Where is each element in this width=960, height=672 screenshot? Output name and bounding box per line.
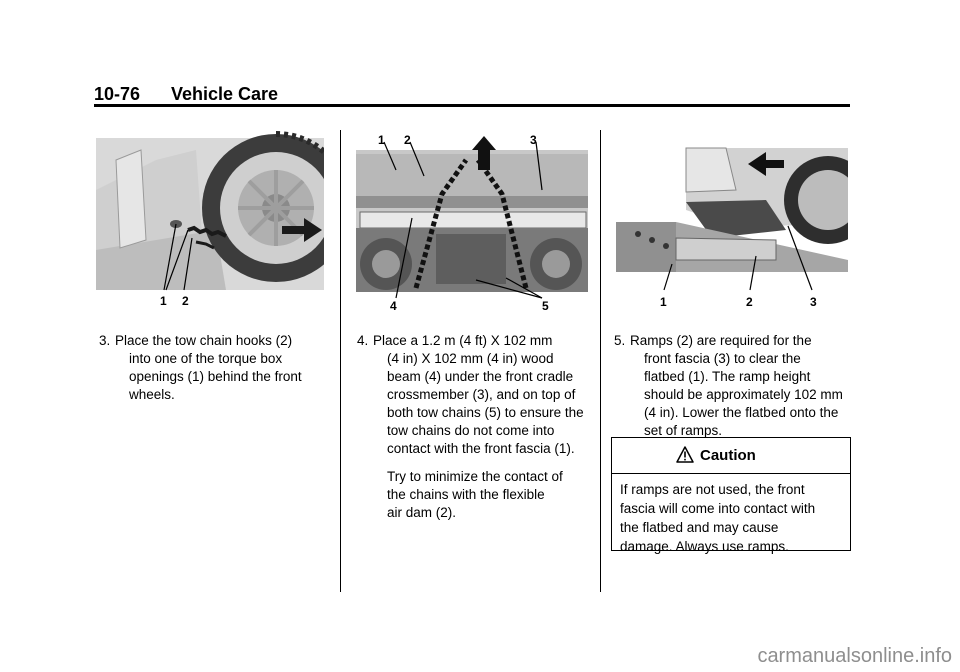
step-text-line: Place a 1.2 m (4 ft) X 102 mm: [373, 333, 553, 348]
callout-2: 2: [182, 294, 189, 308]
callout-2: 2: [404, 133, 411, 147]
step-number: 3.: [99, 333, 111, 348]
step-text-line: Place the tow chain hooks (2): [115, 333, 293, 348]
column-divider-2: [600, 130, 601, 592]
caution-line: damage. Always use ramps.: [620, 539, 789, 554]
callout-1: 1: [660, 295, 667, 309]
step-text-line: contact with the front fascia (1).: [387, 441, 575, 456]
callout-4: 4: [390, 299, 397, 312]
step-text-line: openings (1) behind the front: [129, 369, 302, 384]
section-title: Vehicle Care: [171, 84, 279, 104]
step-text-line: should be approximately 102 mm: [644, 387, 843, 402]
caution-box: Caution If ramps are not used, the front…: [611, 437, 851, 554]
ramp-illustration: 1 2 3: [616, 130, 848, 312]
tow-hook-illustration: 1 2: [96, 130, 324, 310]
figure-wood-beam: 1 2 3 4 5: [356, 130, 588, 312]
figure-ramps: 1 2 3: [616, 130, 848, 312]
step-text-line: beam (4) under the front cradle: [387, 369, 574, 384]
caution-line: fascia will come into contact with: [620, 501, 816, 516]
beam-illustration: 1 2 3 4 5: [356, 130, 588, 312]
callout-3: 3: [530, 133, 537, 147]
caution-header: Caution: [612, 438, 850, 474]
step-text-line: into one of the torque box: [129, 351, 283, 366]
callout-5: 5: [542, 299, 549, 312]
column-divider-1: [340, 130, 341, 592]
step-text-line: wheels.: [129, 387, 175, 402]
warning-triangle-icon: [676, 446, 694, 463]
step-text-line: both tow chains (5) to ensure the: [387, 405, 584, 420]
step-note-line: Try to minimize the contact of: [387, 469, 563, 484]
page-header: 10-76 Vehicle Care: [94, 84, 850, 106]
callout-1: 1: [378, 133, 385, 147]
page-number: 10-76: [94, 84, 141, 104]
callout-3: 3: [810, 295, 817, 309]
step-note-line: the chains with the flexible: [387, 487, 545, 502]
step-number: 5.: [614, 333, 626, 348]
header-rule: [94, 104, 850, 107]
step-text-line: (4 in) X 102 mm (4 in) wood: [387, 351, 554, 366]
caution-title: Caution: [700, 447, 756, 464]
step-text-line: front fascia (3) to clear the: [644, 351, 801, 366]
step-text-line: tow chains do not come into: [387, 423, 555, 438]
callout-2: 2: [746, 295, 753, 309]
caution-line: the flatbed and may cause: [620, 520, 779, 535]
step-note-line: air dam (2).: [387, 505, 457, 520]
watermark: carmanualsonline.info: [757, 645, 952, 667]
step-text-line: flatbed (1). The ramp height: [644, 369, 811, 384]
step-number: 4.: [357, 333, 369, 348]
figure-tow-chain-hooks: 1 2: [96, 130, 324, 310]
step-text-line: Ramps (2) are required for the: [630, 333, 812, 348]
step-text-line: crossmember (3), and on top of: [387, 387, 576, 402]
callout-1: 1: [160, 294, 167, 308]
step-text-line: set of ramps.: [644, 423, 723, 438]
caution-text: If ramps are not used, the front fascia …: [620, 480, 845, 556]
step-text-line: (4 in). Lower the flatbed onto the: [644, 405, 839, 420]
caution-line: If ramps are not used, the front: [620, 482, 805, 497]
